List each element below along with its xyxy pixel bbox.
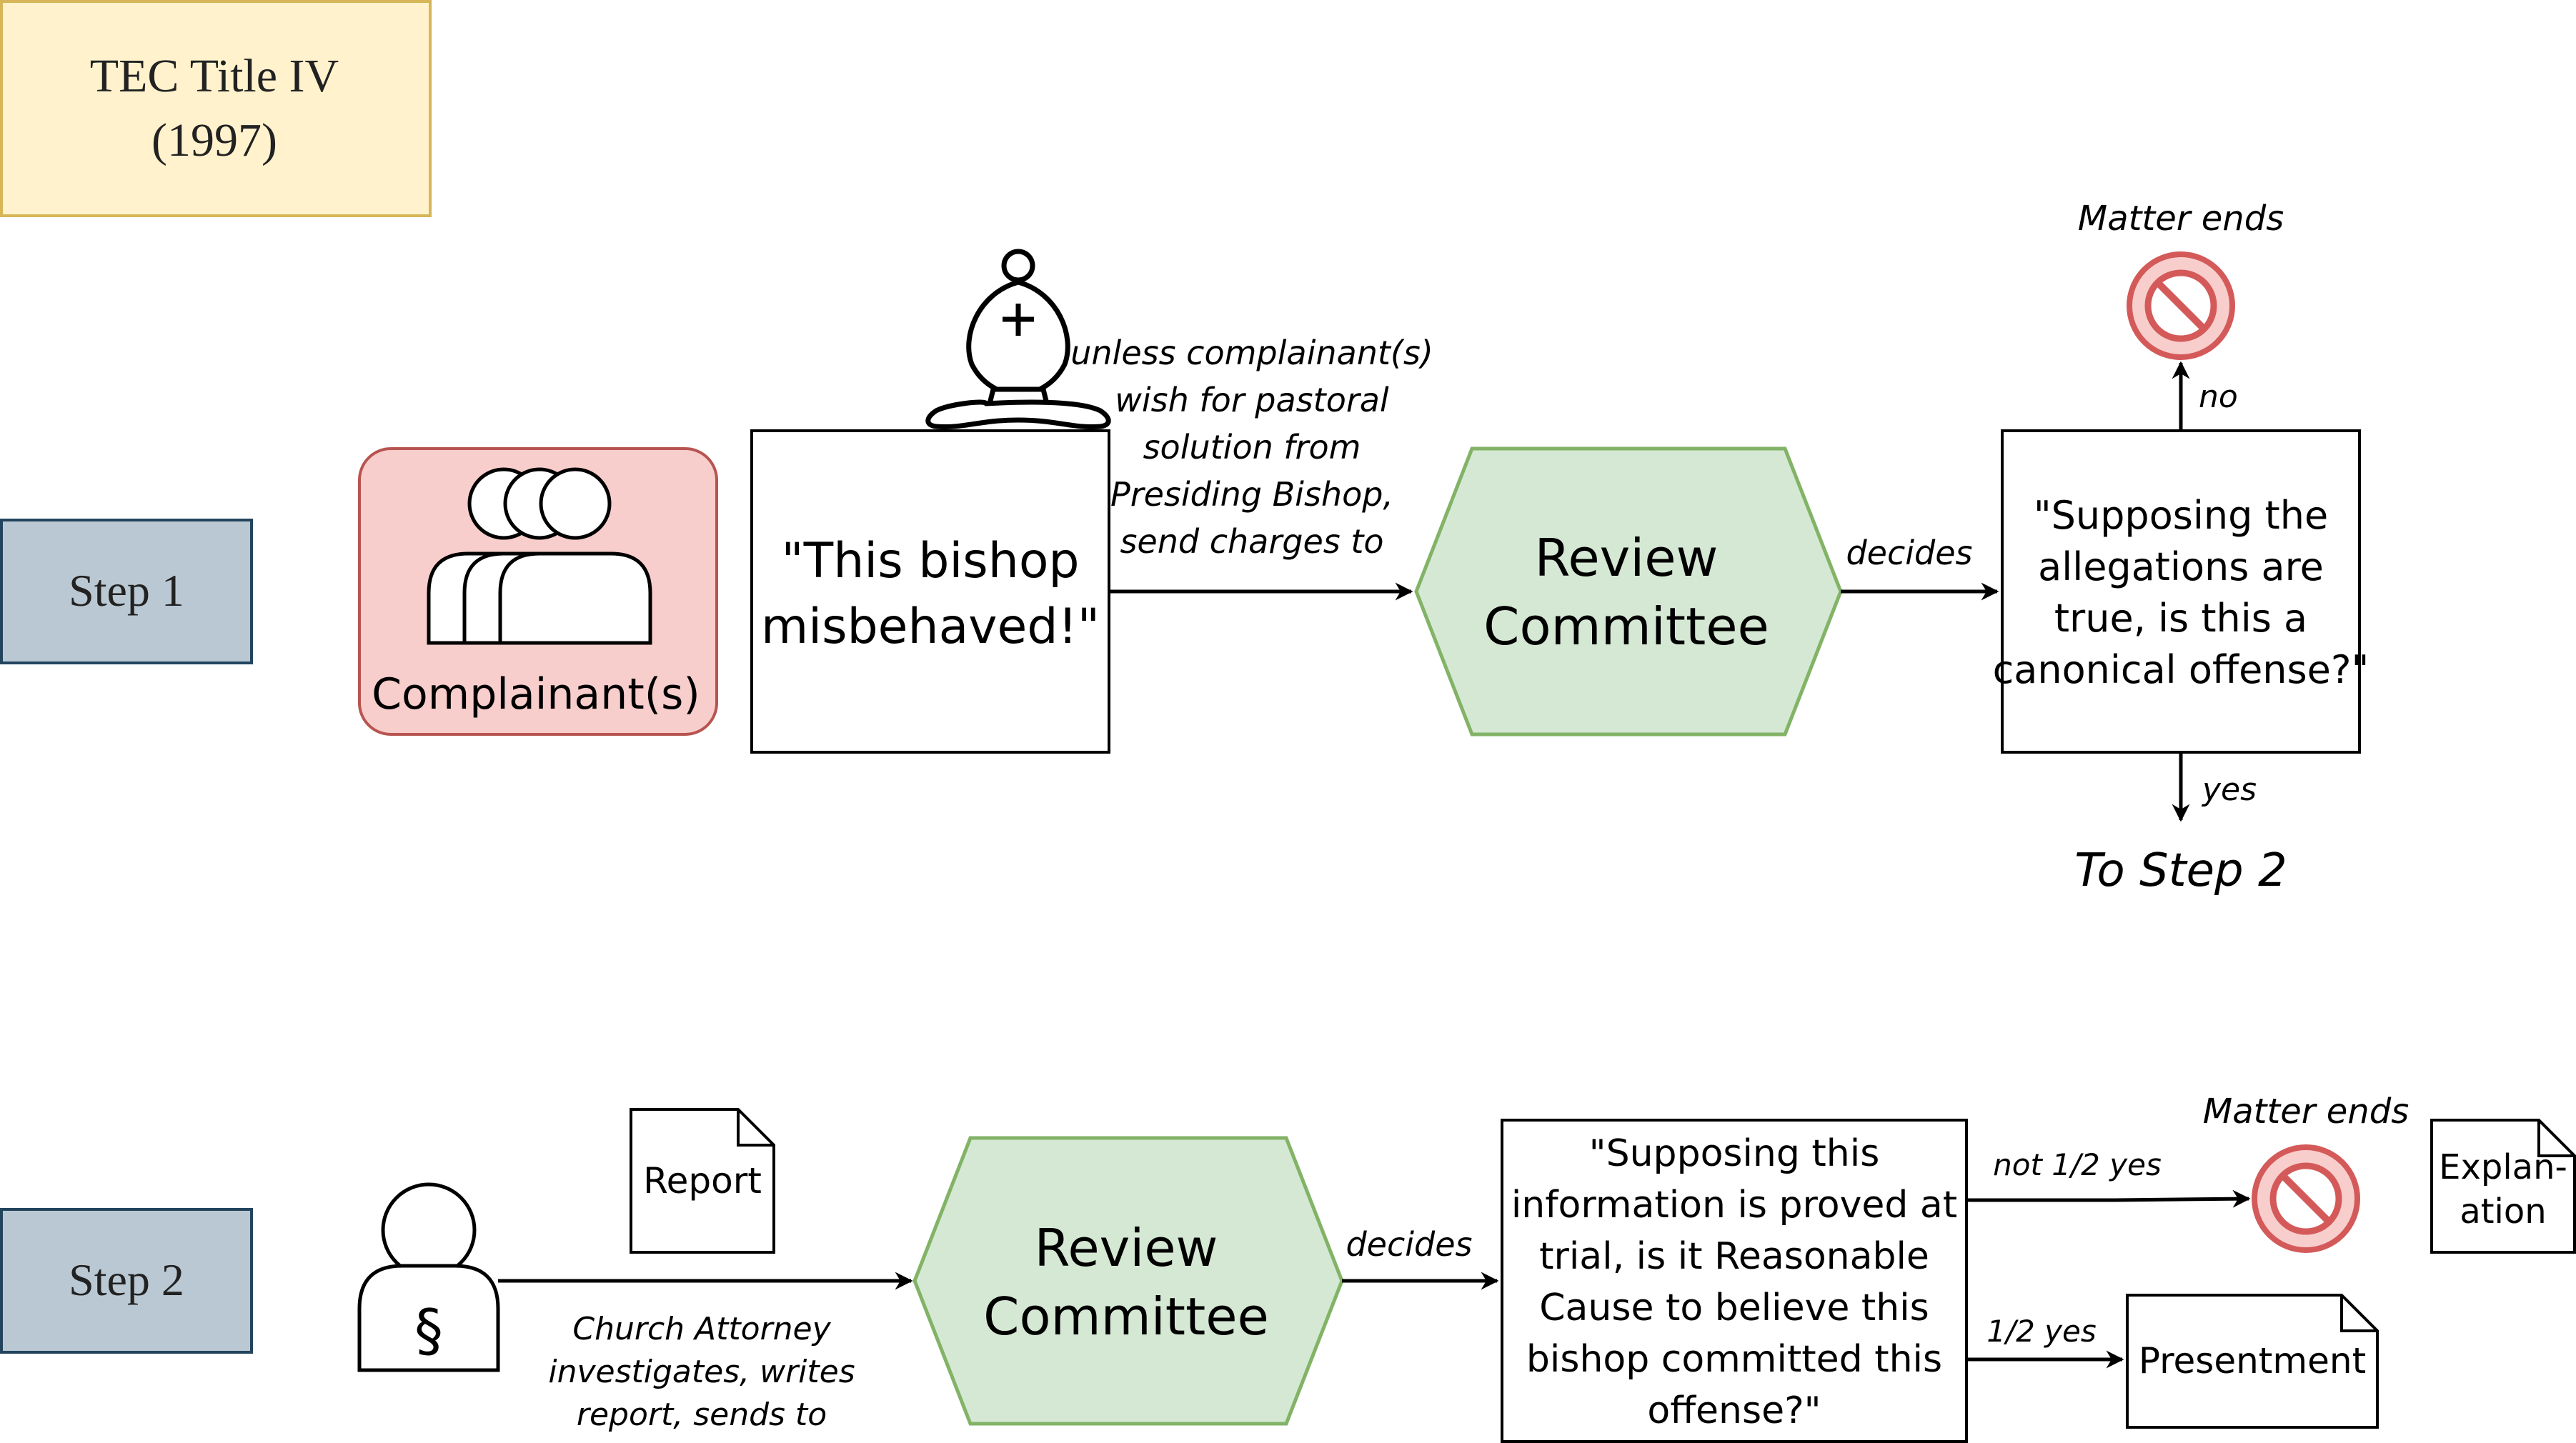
- no-entry-icon: [2252, 1144, 2360, 1253]
- explanation-line1: Explan-: [2439, 1147, 2567, 1187]
- question2-line5: bishop committed this: [1526, 1338, 1942, 1381]
- review2-line2: Committee: [983, 1287, 1269, 1347]
- attorney-note: Church Attorney investigates, writes rep…: [548, 1311, 855, 1433]
- review2-line1: Review: [1035, 1218, 1218, 1278]
- no-entry-icon: [2127, 251, 2235, 360]
- send-note-line3: solution from: [1143, 428, 1361, 466]
- title-line1: TEC Title IV: [90, 50, 339, 102]
- question2-line4: Cause to believe this: [1539, 1287, 1929, 1329]
- arrow-not-half-yes: [1966, 1189, 2251, 1208]
- question1-line3: true, is this a: [2054, 596, 2307, 641]
- explanation-document-icon: Explan- ation: [2430, 1119, 2576, 1254]
- presentment-label: Presentment: [2139, 1340, 2366, 1382]
- decides-label-2: decides: [1346, 1225, 1472, 1264]
- claim-line1: "This bishop: [781, 533, 1079, 589]
- question2-line1: "Supposing this: [1589, 1132, 1880, 1175]
- review-committee-2: Review Committee: [912, 1136, 1344, 1426]
- question1-line1: "Supposing the: [2034, 493, 2328, 538]
- matter-ends-label-1: Matter ends: [2078, 199, 2284, 239]
- claim-box: "This bishop misbehaved!": [750, 429, 1110, 754]
- bishop-chess-piece-icon: [925, 249, 1111, 429]
- send-note-line2: wish for pastoral: [1115, 381, 1389, 419]
- matter-ends-label-2: Matter ends: [2203, 1092, 2409, 1132]
- send-note-line4: Presiding Bishop,: [1110, 475, 1393, 514]
- review-committee-1: Review Committee: [1414, 446, 1843, 737]
- question2-line2: information is proved at: [1511, 1184, 1957, 1227]
- send-charges-note: unless complainant(s) wish for pastoral …: [1070, 334, 1433, 561]
- report-document-icon: Report: [630, 1108, 775, 1254]
- complainant-box: Complainant(s): [358, 447, 718, 736]
- title-box: TEC Title IV (1997): [0, 0, 432, 217]
- section-symbol: §: [414, 1297, 443, 1364]
- review1-line2: Committee: [1483, 596, 1769, 656]
- send-note-line5: send charges to: [1120, 522, 1383, 561]
- yes-label: yes: [2201, 772, 2257, 808]
- user-attorney-icon: §: [357, 1182, 500, 1372]
- not-half-yes-label: not 1/2 yes: [1993, 1147, 2162, 1182]
- attorney-note-line1: Church Attorney: [572, 1311, 831, 1347]
- explanation-line2: ation: [2460, 1192, 2546, 1232]
- attorney-note-line2: investigates, writes: [548, 1354, 855, 1390]
- question-box-2: "Supposing this information is proved at…: [1501, 1119, 1968, 1443]
- claim-line2: misbehaved!": [761, 599, 1100, 655]
- report-label: Report: [643, 1160, 762, 1202]
- question-box-1: "Supposing the allegations are true, is …: [1993, 429, 2369, 754]
- review1-line1: Review: [1535, 528, 1719, 588]
- step1-label-box: Step 1: [0, 519, 253, 664]
- step2-label: Step 2: [69, 1254, 184, 1305]
- complainant-label: Complainant(s): [372, 669, 700, 719]
- half-yes-label: 1/2 yes: [1986, 1314, 2097, 1349]
- question2-line6: offense?": [1647, 1389, 1821, 1432]
- question2-line3: trial, is it Reasonable: [1539, 1235, 1929, 1278]
- no-label: no: [2199, 379, 2238, 415]
- people-group-icon: [427, 467, 652, 645]
- send-note-line1: unless complainant(s): [1070, 334, 1433, 372]
- step1-label: Step 1: [69, 565, 184, 616]
- step2-label-box: Step 2: [0, 1208, 253, 1354]
- title-line2: (1997): [151, 114, 277, 166]
- question1-line2: allegations are: [2038, 544, 2324, 589]
- question1-line4: canonical offense?": [1993, 647, 2369, 692]
- to-step2-label: To Step 2: [2074, 844, 2287, 897]
- attorney-note-line3: report, sends to: [577, 1397, 827, 1433]
- decides-label-1: decides: [1846, 534, 1972, 572]
- presentment-document: Presentment: [2126, 1294, 2379, 1429]
